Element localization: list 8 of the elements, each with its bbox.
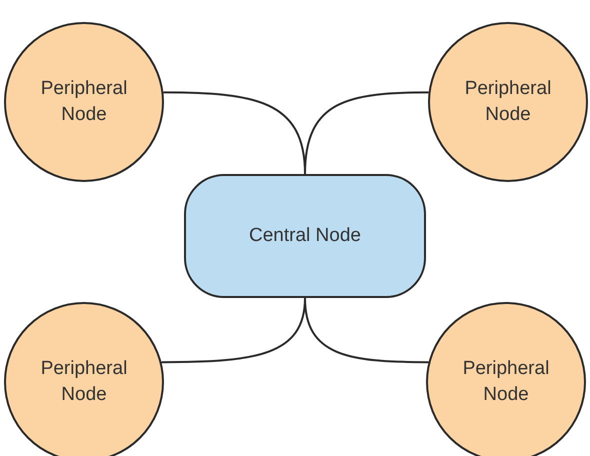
connector-line — [304, 298, 428, 364]
connector-line — [304, 91, 429, 174]
node-label: Central Node — [249, 225, 361, 247]
node-label: Peripheral Node — [40, 77, 128, 127]
node-label: Peripheral Node — [464, 77, 552, 127]
node-label: Peripheral Node — [40, 357, 128, 407]
central-node — [184, 174, 426, 298]
node-label: Peripheral Node — [462, 357, 550, 407]
